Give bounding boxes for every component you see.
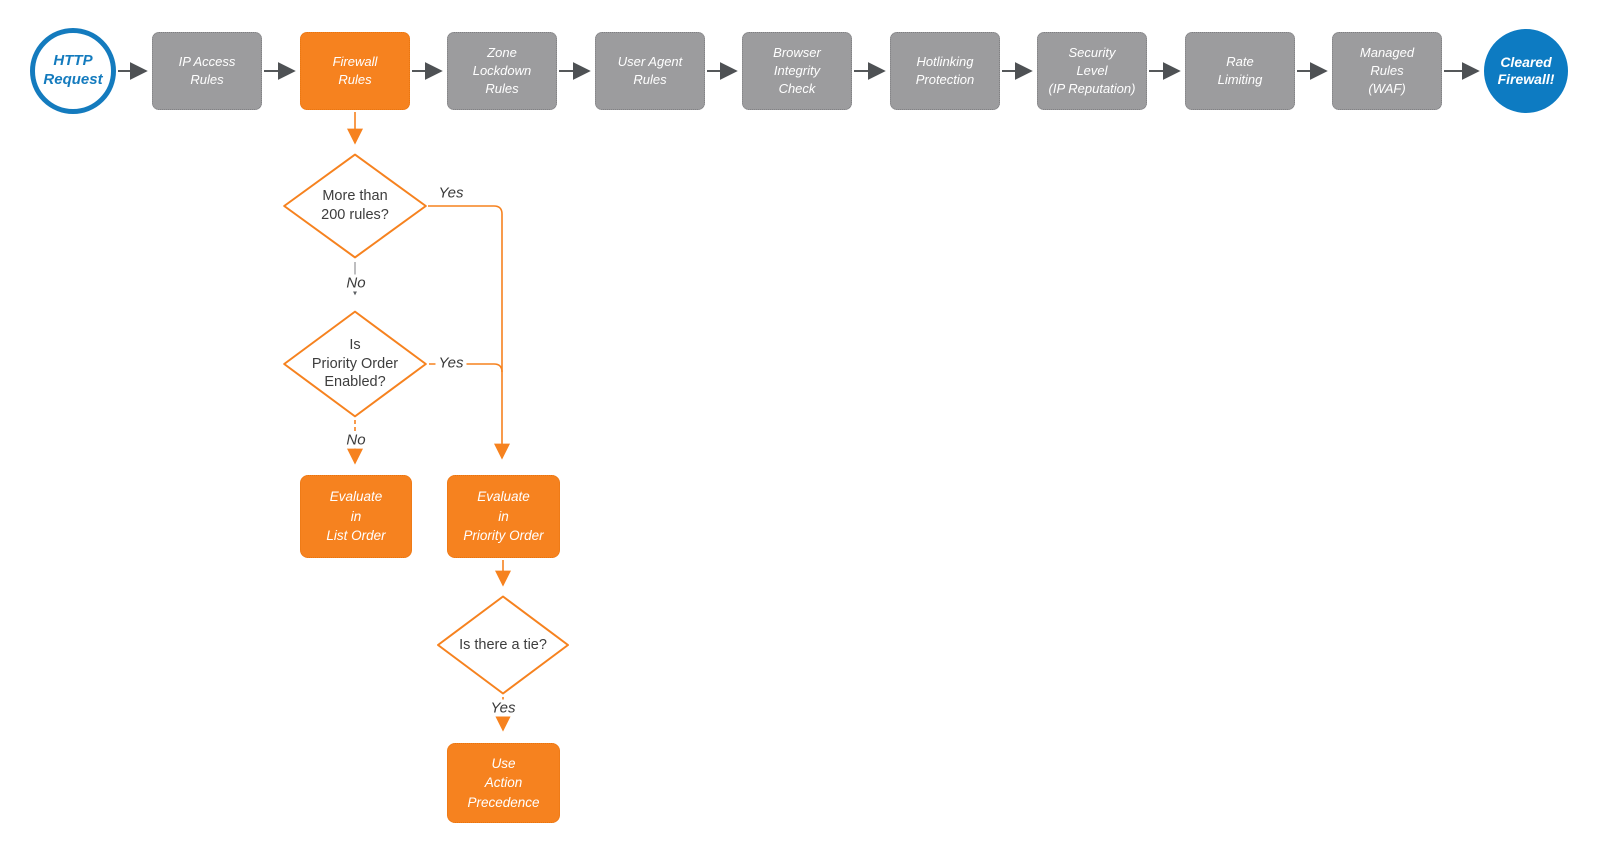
node-firewall-rules: Firewall Rules (300, 32, 410, 110)
node-rate-limiting: Rate Limiting (1185, 32, 1295, 110)
edge-label-no-200-rules: No (343, 274, 369, 292)
diamond-shape (436, 595, 570, 695)
decision-more-than-200-rules: More than 200 rules? (282, 153, 428, 259)
node-cleared-firewall: Cleared Firewall! (1484, 29, 1568, 113)
node-user-agent-rules: User Agent Rules (595, 32, 705, 110)
node-security-level: Security Level (IP Reputation) (1037, 32, 1147, 110)
node-http-request: HTTP Request (30, 28, 116, 114)
node-zone-lockdown-rules: Zone Lockdown Rules (447, 32, 557, 110)
node-browser-integrity-check: Browser Integrity Check (742, 32, 852, 110)
decision-priority-order-enabled: Is Priority Order Enabled? (282, 310, 428, 418)
decision-label: Is there a tie? (459, 636, 547, 653)
action-evaluate-in-priority-order: Evaluate in Priority Order (447, 475, 560, 558)
diamond-shape (282, 153, 428, 259)
node-ip-access-rules: IP Access Rules (152, 32, 262, 110)
diamond-shape (282, 310, 428, 418)
edge-label-yes-tie: Yes (487, 699, 519, 717)
node-managed-rules-waf: Managed Rules (WAF) (1332, 32, 1442, 110)
action-evaluate-in-list-order: Evaluate in List Order (300, 475, 412, 558)
decision-is-there-a-tie: Is there a tie? (436, 595, 570, 695)
decision-label: More than 200 rules? (321, 188, 389, 223)
edge-label-yes-priority-order: Yes (435, 354, 467, 372)
node-hotlinking-protection: Hotlinking Protection (890, 32, 1000, 110)
action-use-action-precedence: Use Action Precedence (447, 743, 560, 823)
edge-label-yes-200-rules: Yes (438, 184, 464, 202)
edge-label-no-priority-order: No (343, 431, 369, 449)
decision-label: Is Priority Order Enabled? (311, 336, 399, 391)
